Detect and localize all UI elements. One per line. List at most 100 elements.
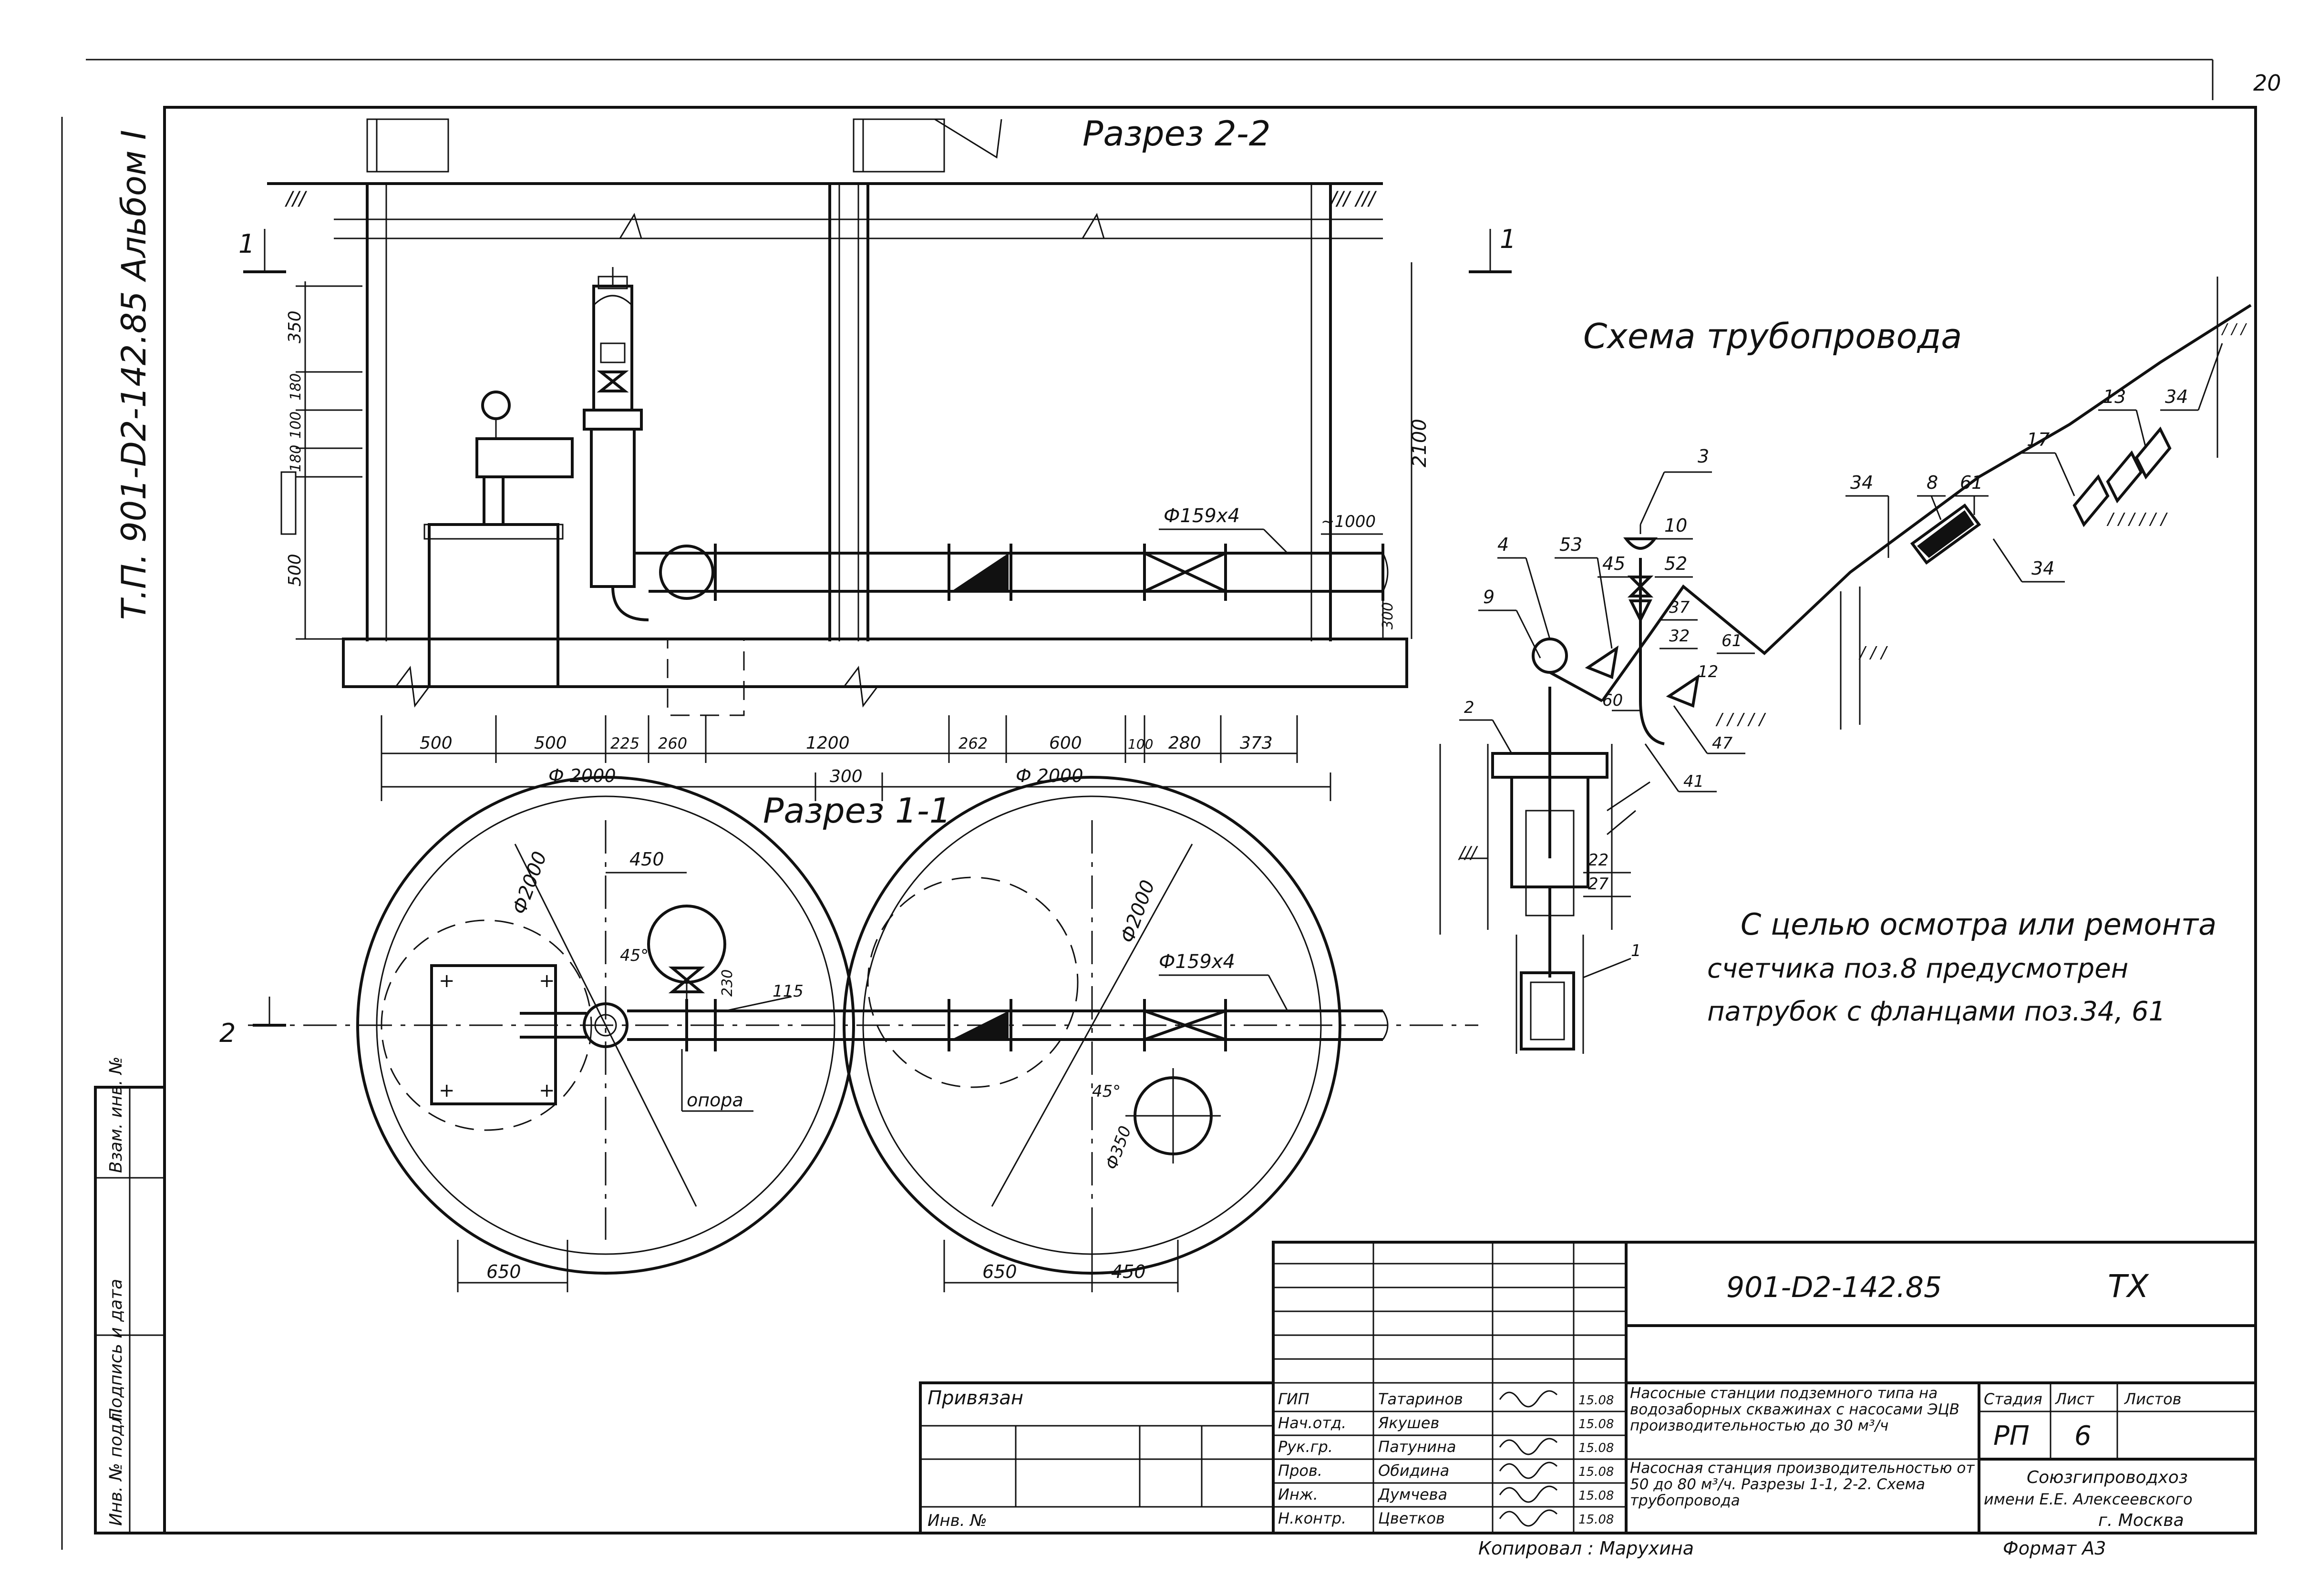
svg-text:Лист: Лист [2055, 1390, 2094, 1408]
svg-text:Ф 2000: Ф 2000 [1016, 765, 1083, 786]
svg-text:27: 27 [1588, 875, 1609, 894]
svg-text:1: 1 [1500, 224, 1516, 254]
note-line-3: патрубок с фланцами поз.34, 61 [1707, 996, 2165, 1027]
svg-text:100: 100 [1128, 736, 1153, 752]
svg-text:Ф2000: Ф2000 [1116, 877, 1159, 946]
svg-text:/ / /: / / / [1858, 643, 1888, 662]
left-strip: Инв. № подл. Подпись и дата Взам. инв. № [94, 1057, 166, 1534]
svg-text:61: 61 [1960, 472, 1983, 493]
note-line-1: С целью осмотра или ремонта [1741, 907, 2216, 942]
signature-6 [1499, 1509, 1558, 1527]
support-label: опора [687, 1090, 743, 1111]
svg-text:4: 4 [1497, 534, 1509, 555]
svg-text:///: /// [1458, 843, 1478, 863]
svg-text:500: 500 [420, 733, 453, 753]
svg-text:3: 3 [1698, 446, 1709, 467]
svg-text:17: 17 [2027, 429, 2050, 450]
svg-text:41: 41 [1683, 772, 1704, 791]
strip-label-sign: Подпись и дата [106, 1279, 126, 1421]
sheet-value: 6 [2074, 1421, 2092, 1452]
svg-text:61: 61 [1721, 631, 1742, 650]
svg-text:34: 34 [2165, 386, 2188, 407]
svg-text:+: + [439, 970, 455, 992]
svg-text:1: 1 [238, 229, 255, 259]
svg-text:15.08: 15.08 [1578, 1513, 1614, 1527]
svg-text:Н.контр.: Н.контр. [1278, 1509, 1346, 1527]
svg-text:8: 8 [1927, 472, 1938, 493]
svg-text:53: 53 [1559, 534, 1582, 555]
pipeline-scheme: Схема трубопровода /// [1439, 277, 2252, 1054]
svg-text:230: 230 [719, 969, 736, 997]
strip-label-inv: Инв. № подл. [106, 1408, 126, 1526]
svg-text:450: 450 [1111, 1261, 1146, 1282]
scheme-title: Схема трубопровода [1583, 316, 1962, 356]
svg-text:350: 350 [285, 310, 305, 343]
svg-text:260: 260 [658, 734, 687, 752]
svg-text:500: 500 [534, 733, 567, 753]
svg-text:2: 2 [219, 1018, 236, 1048]
svg-text:600: 600 [1049, 733, 1082, 753]
note-line-2: счетчика поз.8 предусмотрен [1707, 953, 2128, 984]
svg-text:Пров.: Пров. [1278, 1462, 1322, 1480]
svg-text:300: 300 [830, 767, 863, 786]
bound-label: Привязан [928, 1387, 1023, 1409]
sheet-title: Насосная станция производительностью от … [1630, 1460, 1975, 1509]
svg-text:12: 12 [1698, 662, 1718, 681]
svg-text:500: 500 [285, 554, 305, 587]
svg-text:300: 300 [1380, 602, 1396, 629]
height-dim: 2100 [1409, 419, 1431, 467]
svg-text:45°: 45° [620, 946, 649, 965]
inv-label: Инв. № [928, 1511, 987, 1530]
copied-by: Копировал : Марухина [1478, 1538, 1694, 1559]
svg-text:52: 52 [1664, 553, 1687, 574]
section-2-2-title: Разрез 2-2 [1082, 113, 1271, 154]
section-1-1-title: Разрез 1-1 [763, 791, 951, 831]
svg-text:450: 450 [629, 849, 664, 870]
svg-text:34: 34 [1850, 472, 1873, 493]
note: С целью осмотра или ремонта счетчика поз… [1707, 907, 2216, 1027]
svg-text:1200: 1200 [806, 733, 850, 753]
svg-text:/// ///: /// /// [1329, 188, 1377, 210]
svg-text:Ф2000: Ф2000 [508, 849, 551, 917]
svg-text:/ / / / /: / / / / / [1715, 710, 1766, 729]
doc-code: 901-D2-142.85 [1726, 1271, 1942, 1304]
stage-value: РП [1993, 1421, 2030, 1452]
svg-text:ГИП: ГИП [1278, 1390, 1309, 1408]
svg-text:22: 22 [1588, 851, 1608, 870]
svg-text:15.08: 15.08 [1578, 1465, 1614, 1479]
sheet-number: 20 [2253, 70, 2281, 96]
svg-text:60: 60 [1602, 691, 1623, 710]
strip-label-replace: Взам. инв. № [106, 1057, 126, 1173]
side-stamp: Т.П. 901-D2-142.85 Альбом I [114, 130, 154, 620]
svg-text:Рук.гр.: Рук.гр. [1278, 1438, 1333, 1456]
svg-text:Нач.отд.: Нач.отд. [1278, 1414, 1346, 1432]
svg-text:45°: 45° [1092, 1082, 1121, 1101]
svg-text:+: + [539, 1080, 555, 1102]
svg-text:Листов: Листов [2124, 1390, 2182, 1408]
sheet-format: Формат А3 [2003, 1538, 2106, 1559]
svg-text:+: + [539, 970, 555, 992]
svg-text:15.08: 15.08 [1578, 1417, 1614, 1431]
svg-text:г. Москва: г. Москва [2098, 1511, 2184, 1530]
svg-text:9: 9 [1483, 587, 1495, 608]
title-block: Привязан Инв. № 901-D2-142.85 ТХ ГИП Тат… [919, 1241, 2257, 1534]
svg-text:45: 45 [1602, 553, 1625, 574]
svg-text:180: 180 [288, 445, 304, 472]
svg-text:15.08: 15.08 [1578, 1441, 1614, 1455]
svg-text:Патунина: Патунина [1378, 1438, 1456, 1456]
svg-text:1: 1 [1631, 941, 1641, 960]
svg-text:34: 34 [2031, 558, 2054, 579]
pipe-label-1-1: Ф159х4 [1159, 951, 1235, 973]
svg-text:Думчева: Думчева [1377, 1485, 1447, 1503]
svg-text:///: /// [285, 188, 308, 210]
svg-text:100: 100 [288, 412, 304, 439]
svg-text:15.08: 15.08 [1578, 1393, 1614, 1408]
svg-text:Стадия: Стадия [1984, 1390, 2042, 1408]
svg-text:имени Е.Е. Алексеевского: имени Е.Е. Алексеевского [1984, 1490, 2193, 1508]
svg-text:Татаринов: Татаринов [1378, 1390, 1463, 1408]
svg-text:280: 280 [1168, 733, 1201, 753]
signature-3 [1499, 1438, 1558, 1455]
svg-text:115: 115 [773, 982, 804, 1001]
svg-text:Цветков: Цветков [1378, 1509, 1445, 1527]
svg-text:180: 180 [288, 373, 304, 401]
